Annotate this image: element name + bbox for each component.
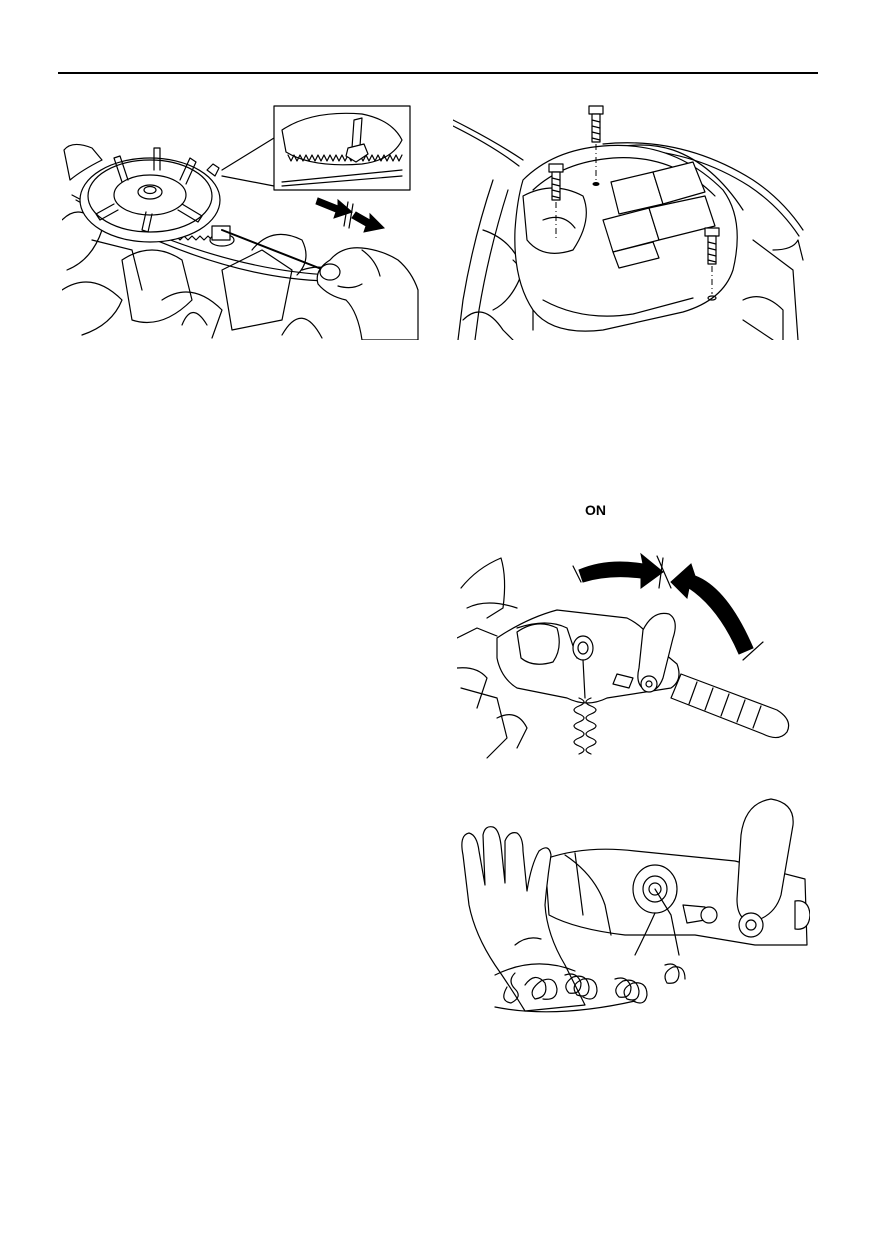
cover-bolts-illustration [453, 100, 808, 340]
header-rule [58, 72, 818, 74]
tiller-lever-illustration [457, 548, 807, 760]
lanyard-wrist-illustration [455, 795, 810, 1035]
flywheel-belt-illustration [62, 100, 422, 340]
ignition-on-label: ON [585, 502, 606, 518]
